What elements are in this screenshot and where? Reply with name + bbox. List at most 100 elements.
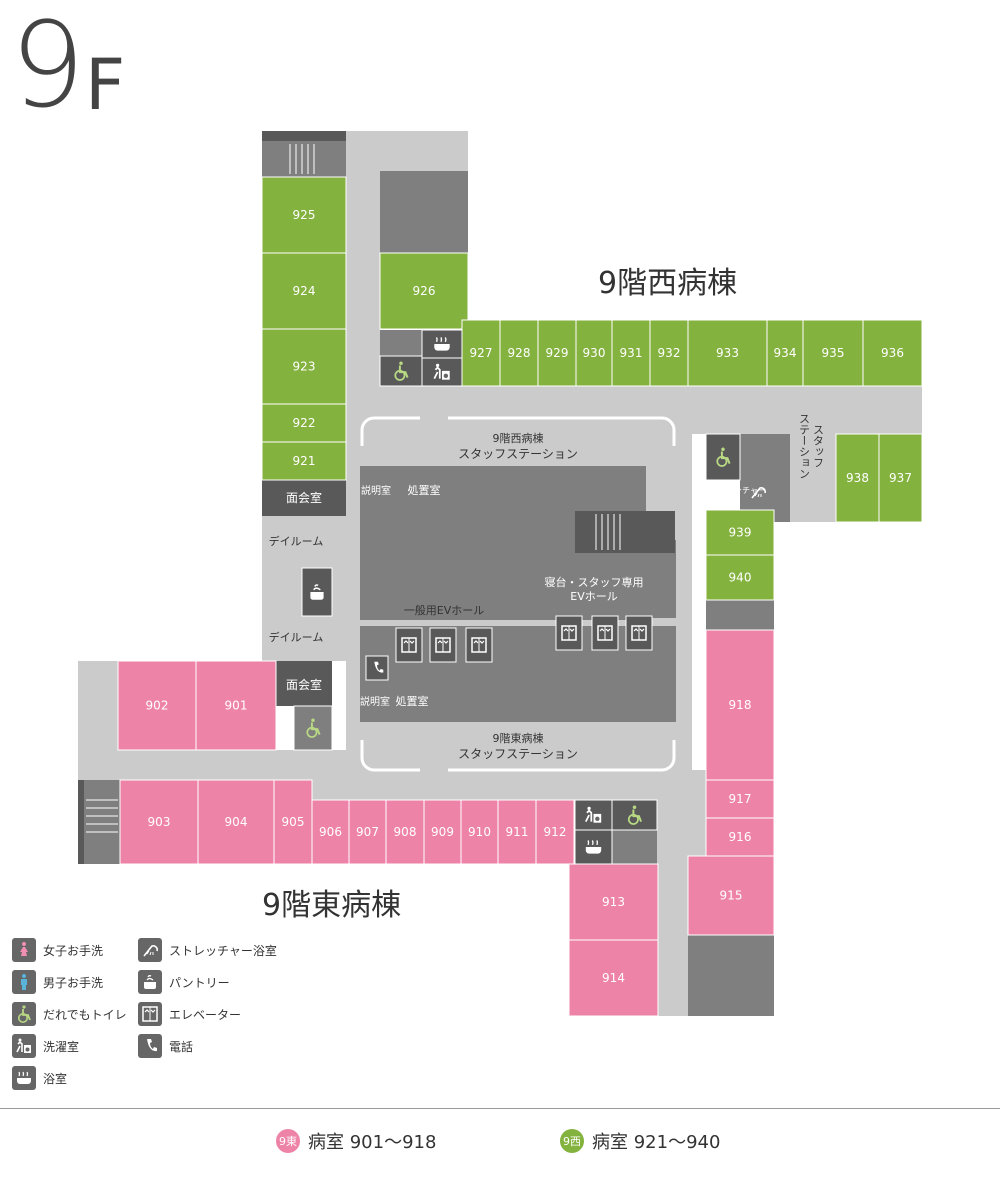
legend-item-pantry: パントリー: [138, 970, 230, 994]
footer-divider: [0, 1108, 1000, 1109]
accessible-toilet-icon: [293, 705, 333, 751]
explanation-room-south: 説明室: [360, 695, 390, 708]
legend-item-laundry: 洗濯室: [12, 1034, 79, 1058]
laundry-icon: [421, 357, 463, 387]
west-room-933: [687, 319, 768, 387]
east-room-label-915: 915: [720, 889, 743, 903]
legend-item-bath: 浴室: [12, 1066, 67, 1090]
east-station-line1: 9階東病棟: [493, 731, 544, 745]
legend-item-male-toilet: 男子お手洗: [12, 970, 103, 994]
laundry-icon: [12, 1034, 36, 1058]
accessible-toilet-icon: [705, 433, 741, 481]
west-room-label-929: 929: [546, 346, 569, 360]
west-room-range-label: 病室 921〜940: [592, 1132, 721, 1153]
legend-label: 洗濯室: [43, 1039, 80, 1054]
legend-label: 浴室: [43, 1071, 68, 1086]
east-room-label-918: 918: [729, 698, 752, 712]
legend: 女子お手洗男子お手洗だれでもトイレ洗濯室浴室 ストレッチャー浴室パントリーエレベー…: [12, 938, 312, 1098]
west-room-930: [575, 319, 613, 387]
day-room-north: デイルーム: [269, 534, 324, 548]
east-room-913: [568, 863, 659, 941]
west-room-937: [878, 433, 923, 523]
visiting-room-west: 面会室: [286, 490, 322, 505]
east-room-916: [705, 817, 775, 857]
floor-suffix: F: [85, 44, 126, 126]
elevator-icon: [465, 627, 493, 663]
elevator-icon: [555, 615, 583, 651]
west-room-label-940: 940: [729, 571, 752, 585]
east-room-label-908: 908: [394, 825, 417, 839]
day-room-south: デイルーム: [269, 630, 324, 644]
east-room-label-917: 917: [729, 792, 752, 806]
legend-item-telephone: 電話: [138, 1034, 193, 1058]
legend-item-elevator: エレベーター: [138, 1002, 241, 1026]
west-room-940: [705, 554, 775, 601]
legend-label: 女子お手洗: [43, 943, 104, 958]
east-room-label-913: 913: [602, 895, 625, 909]
east-room-912: [535, 799, 575, 865]
bath-icon: [421, 329, 463, 359]
elevator-icon: [625, 615, 653, 651]
west-station-line2: スタッフステーション: [458, 447, 578, 461]
east-room-914: [568, 939, 659, 1017]
stretcher-shower-icon: [138, 938, 162, 962]
east-room-906: [311, 799, 350, 865]
elevator-icon: [395, 627, 423, 663]
legend-label: エレベーター: [169, 1007, 242, 1022]
elevator-icon: [429, 627, 457, 663]
west-room-label-923: 923: [293, 360, 316, 374]
east-room-range: 9東 病室 901〜918: [276, 1128, 436, 1154]
west-room-938: [835, 433, 880, 523]
accessible-toilet-icon: [379, 355, 423, 387]
east-room-907: [348, 799, 387, 865]
treatment-room-south: 処置室: [396, 694, 429, 708]
east-room-label-914: 914: [602, 971, 625, 985]
west-room-label-932: 932: [658, 346, 681, 360]
east-room-range-label: 病室 901〜918: [308, 1132, 437, 1153]
legend-label: 男子お手洗: [43, 975, 104, 990]
west-room-932: [649, 319, 689, 387]
west-room-label-921: 921: [293, 454, 316, 468]
building-shapes: [78, 131, 922, 1016]
east-room-904: [197, 779, 275, 865]
explanation-room-north: 説明室: [361, 484, 391, 497]
west-wing-label: 9階西病棟: [598, 266, 738, 301]
male-toilet-icon: [12, 970, 36, 994]
west-room-label-931: 931: [620, 346, 643, 360]
west-room-label-930: 930: [583, 346, 606, 360]
treatment-room-north: 処置室: [408, 483, 441, 497]
legend-item-stretcher-shower: ストレッチャー浴室: [138, 938, 277, 962]
east-room-915: [687, 855, 775, 936]
legend-label: パントリー: [169, 975, 230, 990]
general-ev-hall: 一般用EVホール: [404, 604, 484, 617]
west-room-range: 9西 病室 921〜940: [560, 1128, 720, 1154]
west-room-924: [261, 252, 347, 330]
east-wing-label: 9階東病棟: [262, 888, 402, 923]
legend-label: だれでもトイレ: [43, 1007, 127, 1022]
east-room-label-901: 901: [225, 699, 248, 713]
west-room-label-933: 933: [716, 346, 739, 360]
east-room-908: [385, 799, 425, 865]
west-room-label-937: 937: [889, 471, 912, 485]
floor-number: 9: [10, 0, 86, 134]
staff-station-v1: スタッフ: [812, 424, 825, 468]
west-room-925: [261, 176, 347, 254]
east-room-label-907: 907: [356, 825, 379, 839]
east-room-label-902: 902: [146, 699, 169, 713]
east-station-line2: スタッフステーション: [458, 747, 578, 761]
east-room-911: [497, 799, 537, 865]
legend-label: ストレッチャー浴室: [169, 943, 277, 958]
west-room-922: [261, 403, 347, 443]
stretcher-shower-icon: [751, 487, 766, 499]
east-room-909: [423, 799, 462, 865]
east-room-label-909: 909: [431, 825, 454, 839]
west-station-line1: 9階西病棟: [493, 431, 544, 445]
stretcher-bath-line2: 浴室: [716, 497, 732, 507]
west-room-923: [261, 328, 347, 405]
west-room-label-926: 926: [413, 284, 436, 298]
west-room-928: [499, 319, 539, 387]
east-badge: 9東: [276, 1129, 300, 1153]
accessible-toilet-icon: [611, 799, 658, 831]
west-room-934: [766, 319, 804, 387]
legend-item-female-toilet: 女子お手洗: [12, 938, 103, 962]
